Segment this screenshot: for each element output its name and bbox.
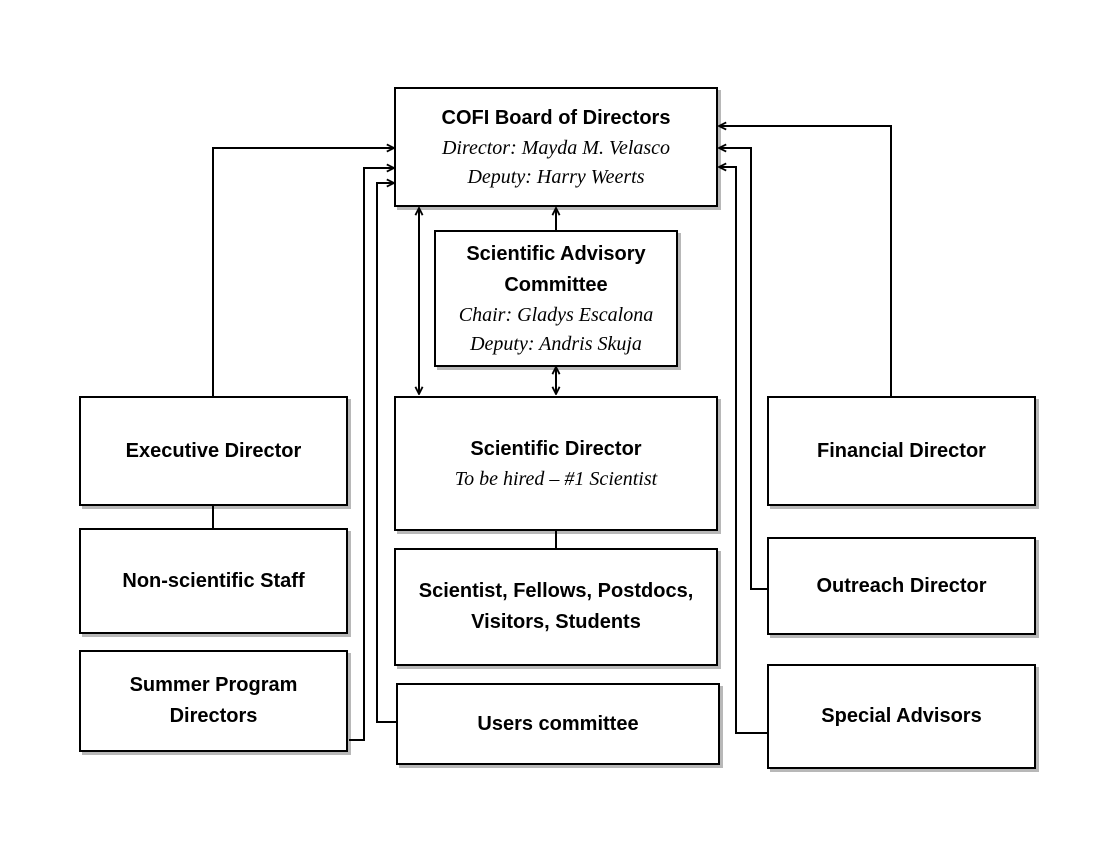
users-committee-title: Users committee [477, 712, 639, 735]
executive-director-title: Executive Director [125, 439, 302, 462]
scientific-director-note: To be hired – #1 Scientist [454, 467, 658, 490]
summer-program-line2: Directors [169, 705, 258, 727]
users-to-board-arrow [376, 183, 396, 723]
board-director: Director: Mayda M. Velasco [441, 136, 671, 159]
financial-to-board-arrow [719, 126, 892, 396]
board-box: COFI Board of Directors Director: Mayda … [394, 87, 718, 207]
executive-director-box: Executive Director [79, 396, 348, 506]
scientific-director-box: Scientific Director To be hired – #1 Sci… [394, 396, 718, 531]
financial-director-title: Financial Director [817, 439, 986, 462]
special-to-board-arrow [719, 167, 767, 734]
users-committee-box: Users committee [396, 683, 720, 765]
nonscientific-staff-title: Non-scientific Staff [122, 569, 305, 592]
summer-to-board-arrow [349, 168, 394, 741]
advisory-deputy: Deputy: Andris Skuja [470, 332, 642, 355]
advisory-title-line1: Scientific Advisory [466, 242, 646, 265]
outreach-director-box: Outreach Director [767, 537, 1036, 635]
scientists-line2: Visitors, Students [471, 611, 641, 633]
special-advisors-box: Special Advisors [767, 664, 1036, 769]
scientists-box: Scientist, Fellows, Postdocs, Visitors, … [394, 548, 718, 666]
summer-program-box: Summer Program Directors [79, 650, 348, 752]
financial-director-box: Financial Director [767, 396, 1036, 506]
advisory-title-line2: Committee [504, 273, 608, 296]
scientists-line1: Scientist, Fellows, Postdocs, [418, 580, 694, 602]
special-advisors-title: Special Advisors [821, 705, 982, 727]
nonscientific-staff-box: Non-scientific Staff [79, 528, 348, 634]
outreach-director-title: Outreach Director [816, 574, 987, 597]
advisory-chair: Chair: Gladys Escalona [458, 303, 654, 326]
summer-program-line1: Summer Program [129, 674, 298, 696]
advisory-committee-box: Scientific Advisory Committee Chair: Gla… [434, 230, 678, 367]
board-deputy: Deputy: Harry Weerts [467, 165, 645, 188]
scientific-director-title: Scientific Director [470, 437, 642, 460]
exec-to-board-arrow [212, 148, 394, 396]
outreach-to-board-arrow [719, 148, 767, 590]
board-title: COFI Board of Directors [441, 106, 671, 129]
